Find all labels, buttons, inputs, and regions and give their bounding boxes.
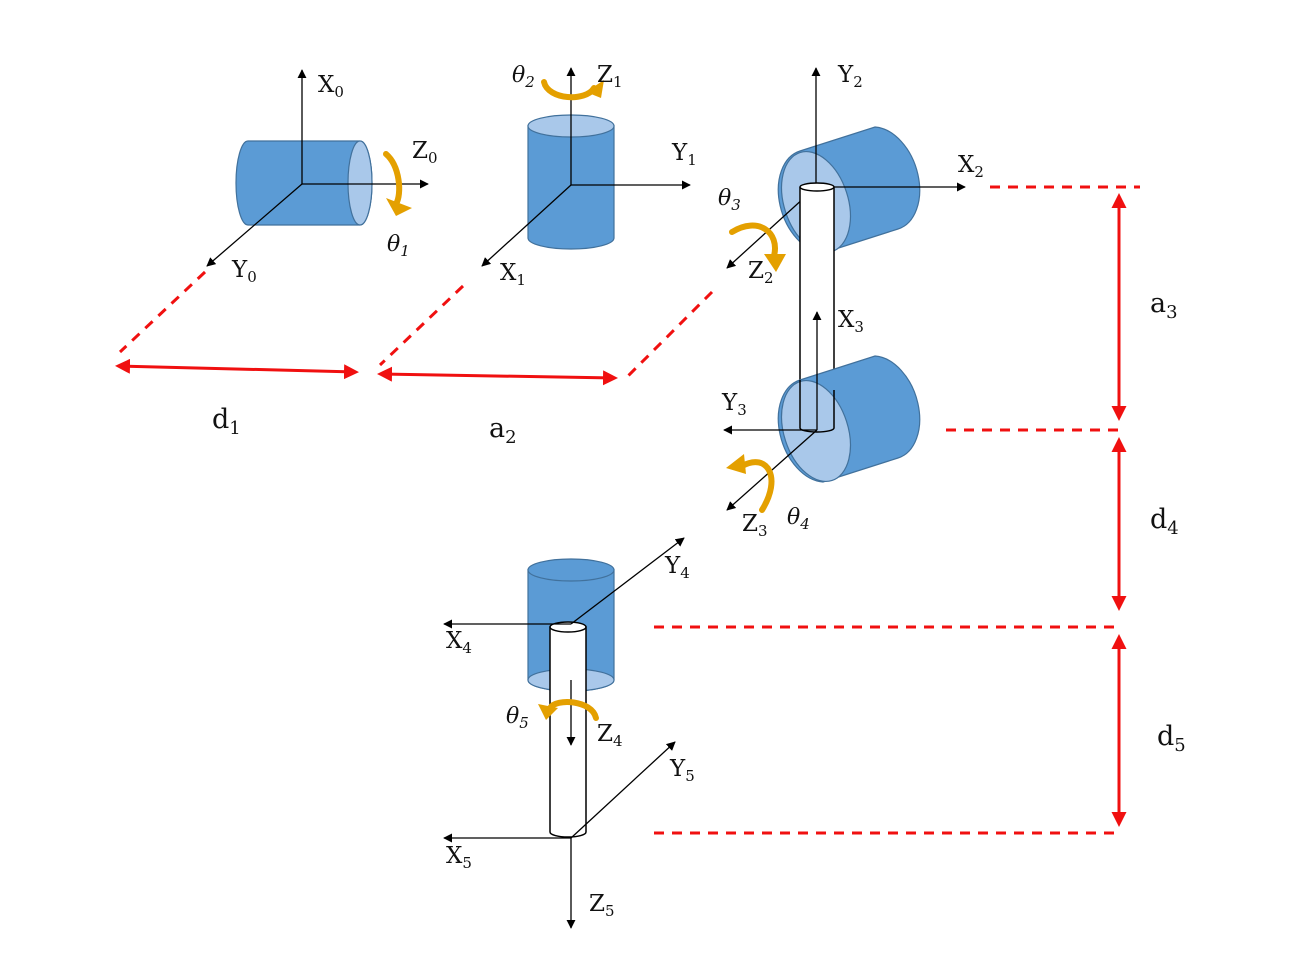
theta2-rotation-arrow <box>541 79 604 101</box>
link-d5 <box>549 621 587 838</box>
dimension-d4: d4 <box>1111 437 1179 611</box>
theta5-rotation-arrow <box>538 699 599 721</box>
z0-label: Z0 <box>412 138 438 167</box>
theta2-label: θ2 <box>512 63 535 91</box>
frame-0: X0 Z0 Y0 θ1 <box>206 69 438 286</box>
x1-axis-arrow <box>481 184 572 267</box>
frame-1: θ2 Z1 Y1 X1 <box>481 62 697 289</box>
dimension-d5: d5 <box>654 625 1186 835</box>
y2-label: Y2 <box>837 62 863 91</box>
dimension-a3: a3 <box>946 185 1178 432</box>
x3-label: X3 <box>838 307 864 336</box>
theta3-rotation-arrow <box>729 222 786 272</box>
z4-label: Z4 <box>597 721 623 750</box>
frame-5: Y5 X5 Z5 <box>443 741 695 929</box>
d5-label: d5 <box>1157 721 1186 756</box>
x0-label: X0 <box>318 72 344 101</box>
y0-axis-arrow <box>206 183 303 267</box>
a3-label: a3 <box>1150 288 1178 323</box>
theta5-label: θ5 <box>506 704 529 732</box>
a2-label: a2 <box>489 413 517 448</box>
d1-dashed-guide <box>118 270 207 354</box>
d4-label: d4 <box>1150 504 1179 539</box>
a2-dashed-guide-left <box>378 284 465 367</box>
joint-3-angled-cylinder <box>777 126 921 254</box>
d1-dimension-arrow <box>115 358 359 380</box>
frame-2: Y2 X2 θ3 Z2 <box>718 62 984 287</box>
joint-1-horizontal-cylinder <box>235 140 373 226</box>
dimension-d1: d1 <box>115 270 359 439</box>
theta1-rotation-arrow <box>383 151 412 216</box>
y3-label: Y3 <box>721 390 747 419</box>
y5-label: Y5 <box>669 756 695 785</box>
y4-axis-arrow <box>570 537 685 625</box>
theta4-rotation-arrow <box>726 454 775 513</box>
frame-3: X3 Y3 Z3 θ4 <box>721 307 921 540</box>
z5-label: Z5 <box>589 891 615 920</box>
x5-label: X5 <box>446 843 472 872</box>
y5-axis-arrow <box>570 741 676 839</box>
a2-dimension-arrow <box>377 366 618 386</box>
x4-label: X4 <box>446 628 472 657</box>
y0-label: Y0 <box>231 257 257 286</box>
z1-label: Z1 <box>597 62 623 91</box>
a2-dashed-guide-right <box>626 290 714 378</box>
theta3-label: θ3 <box>718 186 741 214</box>
z2-label: Z2 <box>748 258 774 287</box>
theta1-label: θ1 <box>387 232 410 260</box>
joint-4-angled-cylinder <box>777 355 921 483</box>
y4-label: Y4 <box>664 553 690 582</box>
dimension-a2: a2 <box>377 284 714 448</box>
frame-4: Y4 X4 θ5 Z4 <box>443 537 690 838</box>
theta4-label: θ4 <box>787 505 810 533</box>
x1-label: X1 <box>500 260 526 289</box>
z3-label: Z3 <box>742 511 768 540</box>
x2-label: X2 <box>958 152 984 181</box>
joint-2-vertical-cylinder <box>527 114 615 250</box>
d1-label: d1 <box>212 404 241 439</box>
y1-label: Y1 <box>671 140 697 169</box>
